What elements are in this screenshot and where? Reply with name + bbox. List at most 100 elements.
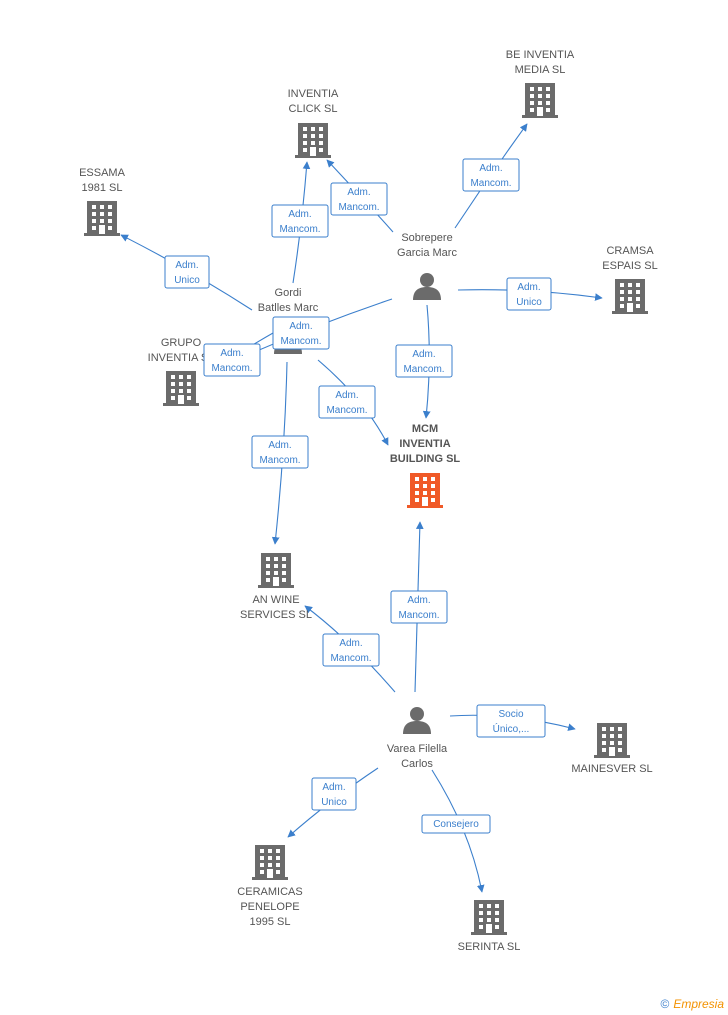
edges-layer xyxy=(120,123,603,893)
node-label: SERINTA SL xyxy=(458,941,521,953)
edge-label-text: Adm. xyxy=(289,321,312,332)
edge-label-gordi-to-inventia_click[interactable]: Adm.Mancom. xyxy=(271,204,329,238)
building-icon xyxy=(471,900,507,935)
node-label: MCM xyxy=(412,423,438,435)
node-label: Sobrepere xyxy=(401,232,452,244)
company-node-grupo[interactable]: GRUPO INVENTIA SL xyxy=(148,337,215,406)
edge-label-text: Consejero xyxy=(433,819,479,830)
edge-label-text: Adm. xyxy=(322,782,345,793)
edge-label-varea-to-anwine[interactable]: Adm. Mancom. xyxy=(322,633,380,667)
company-node-ceramicas[interactable]: CERAMICAS PENELOPE 1995 SL xyxy=(237,845,303,928)
edge-label-sobrepere-to-grupo[interactable]: Adm. Mancom. xyxy=(203,343,261,377)
edge-label-gordi-to-anwine[interactable]: Adm.Mancom. xyxy=(251,435,309,469)
company-node-mainesver[interactable]: MAINESVER SL xyxy=(571,723,653,775)
node-label: MEDIA SL xyxy=(515,64,566,76)
node-label: Batlles Marc xyxy=(258,302,319,314)
edge-label-gordi-to-mcm[interactable]: Adm. Mancom. xyxy=(318,385,376,419)
node-label: ESPAIS SL xyxy=(602,260,657,272)
edge-label-box xyxy=(322,633,380,667)
person-icon xyxy=(413,273,441,300)
building-icon xyxy=(407,473,443,508)
edge-label-varea-to-mainesver[interactable]: SocioÚnico,... xyxy=(476,704,546,738)
edge-label-text: Unico xyxy=(321,797,347,808)
node-label: INVENTIA SL xyxy=(148,352,215,364)
edge-label-text: Mancom. xyxy=(259,455,300,466)
edge-label-box xyxy=(506,277,552,311)
edge-label-varea-to-mcm[interactable]: Adm.Mancom. xyxy=(390,590,448,624)
edge-label-gordi-to-essama[interactable]: Adm.Unico xyxy=(164,255,210,289)
edge-label-text: Mancom. xyxy=(338,202,379,213)
building-icon xyxy=(594,723,630,758)
company-node-serinta[interactable]: SERINTA SL xyxy=(458,900,521,953)
edge-label-varea-to-ceramicas[interactable]: Adm. Unico xyxy=(311,777,357,811)
node-label: 1995 SL xyxy=(250,916,291,928)
edge-label-text: Adm. xyxy=(220,348,243,359)
edge-label-text: Mancom. xyxy=(403,364,444,375)
node-label: Varea Filella xyxy=(387,743,448,755)
footer-brand[interactable]: ©Empresia xyxy=(660,997,724,1011)
edge-label-varea-to-serinta[interactable]: Consejero xyxy=(421,814,491,834)
node-label: PENELOPE xyxy=(240,901,299,913)
edge-label-text: Mancom. xyxy=(279,224,320,235)
node-label: CERAMICAS xyxy=(237,886,302,898)
edge-label-box xyxy=(395,344,453,378)
building-icon xyxy=(258,553,294,588)
company-node-cramsa[interactable]: CRAMSA ESPAIS SL xyxy=(602,245,658,314)
edge-label-text: Adm. xyxy=(517,282,540,293)
building-icon xyxy=(295,123,331,158)
edge-label-text: Mancom. xyxy=(330,653,371,664)
edge-label-sobrepere-to-cramsa[interactable]: Adm.Unico xyxy=(506,277,552,311)
edge-label-box xyxy=(476,704,546,738)
edge-label-sobrepere-to-inventia_click[interactable]: Adm. Mancom. xyxy=(330,182,388,216)
company-node-inventia_click[interactable]: INVENTIA CLICK SL xyxy=(288,88,339,158)
edge-label-text: Socio xyxy=(498,709,523,720)
node-label: INVENTIA xyxy=(288,88,339,100)
company-node-be_inventia[interactable]: BE INVENTIA MEDIA SL xyxy=(506,49,575,118)
edge-label-text: Adm. xyxy=(339,638,362,649)
node-label: ESSAMA xyxy=(79,167,126,179)
company-node-mcm[interactable]: MCM INVENTIA BUILDING SL xyxy=(390,423,461,508)
edge-label-box xyxy=(311,777,357,811)
edge-label-text: Mancom. xyxy=(326,405,367,416)
node-label: INVENTIA xyxy=(399,438,450,450)
node-label: CRAMSA xyxy=(606,245,654,257)
edge-label-text: Adm. xyxy=(335,390,358,401)
node-label: Garcia Marc xyxy=(397,247,457,259)
nodes-layer: MCM INVENTIA BUILDING SL BE INVENTIA MEDIA S… xyxy=(79,49,658,953)
brand-logo: Empresia xyxy=(673,997,724,1011)
edge-label-box xyxy=(203,343,261,377)
node-label: BUILDING SL xyxy=(390,453,461,465)
edge-label-sobrepere-to-be_inventia[interactable]: Adm.Mancom. xyxy=(462,158,520,192)
edge-label-box xyxy=(330,182,388,216)
edge-label-box xyxy=(251,435,309,469)
building-icon xyxy=(522,83,558,118)
edge-label-box xyxy=(421,814,491,834)
node-label: MAINESVER SL xyxy=(571,763,652,775)
edge-label-box xyxy=(164,255,210,289)
node-label: BE INVENTIA xyxy=(506,49,575,61)
edge-label-box xyxy=(390,590,448,624)
edge-label-text: Adm. xyxy=(347,187,370,198)
building-icon xyxy=(252,845,288,880)
edge-label-text: Adm. xyxy=(175,260,198,271)
edge-label-sobrepere-to-mcm[interactable]: Adm. Mancom. xyxy=(395,344,453,378)
edge-label-text: Mancom. xyxy=(280,336,321,347)
edge-label-text: Adm. xyxy=(412,349,435,360)
node-label: AN WINE xyxy=(252,594,299,606)
building-icon xyxy=(84,201,120,236)
edge-label-text: Único,... xyxy=(493,722,530,735)
node-label: GRUPO xyxy=(161,337,202,349)
node-label: CLICK SL xyxy=(289,103,338,115)
edge-label-box xyxy=(271,204,329,238)
edge-label-box xyxy=(318,385,376,419)
node-label: Gordi xyxy=(275,287,302,299)
edge-label-gordi-to-grupo[interactable]: Adm. Mancom. xyxy=(272,316,330,350)
building-icon xyxy=(612,279,648,314)
edge-label-text: Mancom. xyxy=(211,363,252,374)
